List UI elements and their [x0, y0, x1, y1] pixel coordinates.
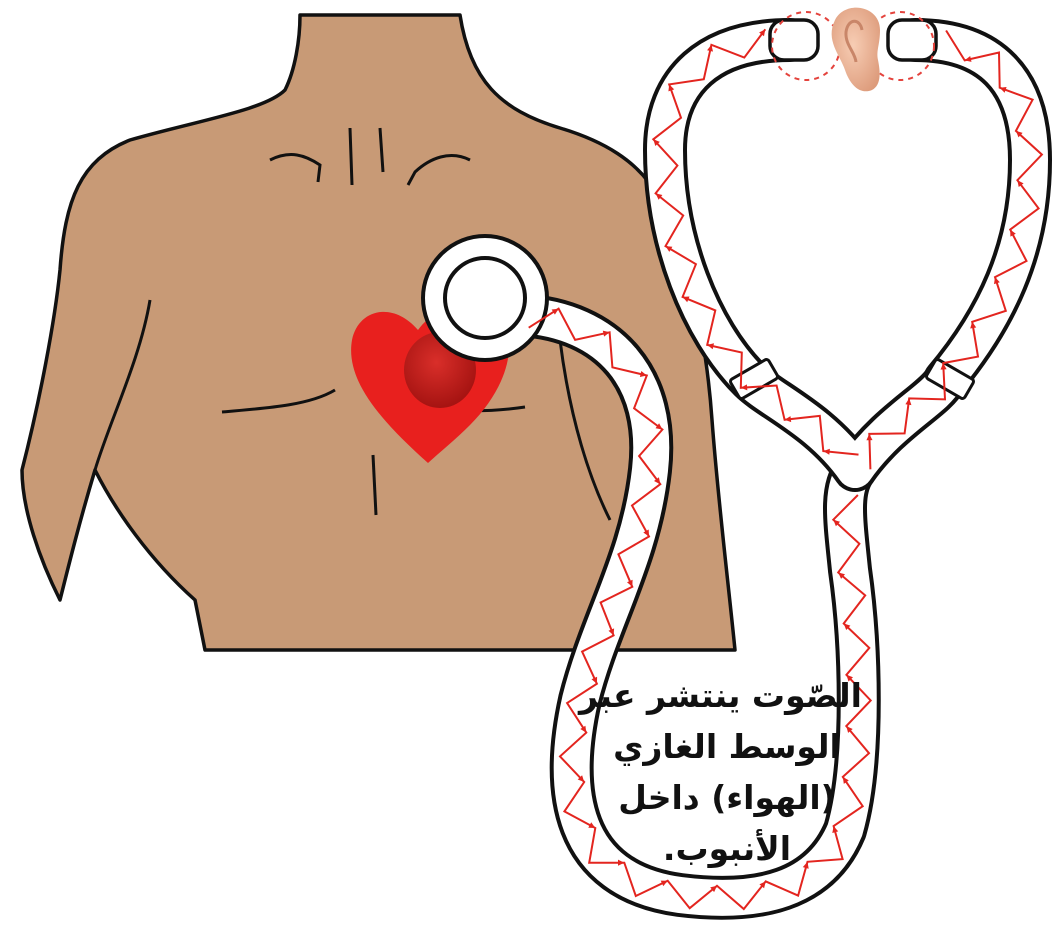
- caption-line-2: الوسط الغازي: [592, 721, 862, 772]
- caption-line-4: الأنبوب.: [592, 823, 862, 874]
- caption-line-3: (الهواء) داخل: [592, 772, 862, 823]
- ear-tip-left: [770, 20, 818, 60]
- caption-line-1: الصّوت ينتشر عبر: [592, 670, 862, 721]
- tube-binaural: [665, 40, 1030, 470]
- chest-piece-diaphragm: [445, 258, 525, 338]
- ear-tip-right: [888, 20, 936, 60]
- caption-text: الصّوت ينتشر عبر الوسط الغازي (الهواء) د…: [592, 670, 862, 874]
